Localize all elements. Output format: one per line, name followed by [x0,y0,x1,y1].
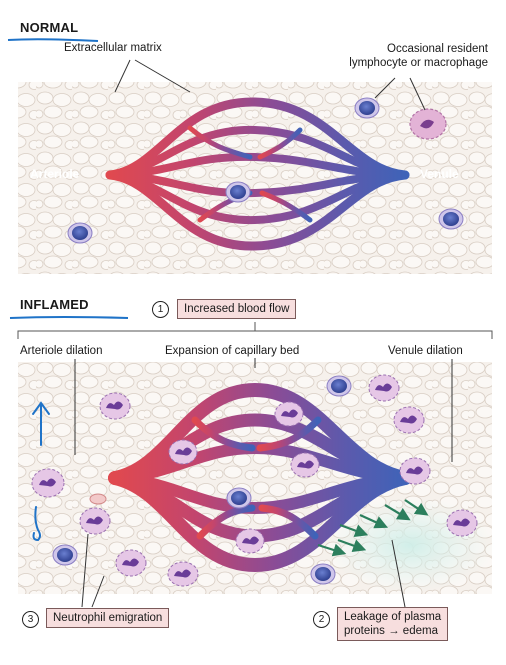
step2-box: Leakage of plasma proteins → edema [337,607,449,641]
normal-lymphocyte [354,97,380,119]
label-venule: Venule [420,167,459,181]
label-arteriole: Arteriole [30,167,80,181]
inflamed-title: INFLAMED [20,297,89,312]
step1-number: 1 [152,301,169,318]
label-venule-dilation: Venule dilation [388,345,463,357]
emigrating-neutrophil [89,493,107,505]
normal-leader-lines [114,59,426,111]
inflamed-bracket [17,330,493,339]
step3-number: 3 [22,611,39,628]
normal-macrophage [409,108,447,140]
step2-number: 2 [313,611,330,628]
normal-title: NORMAL [20,20,79,35]
label-arteriole-dilation: Arteriole dilation [20,345,103,357]
inflamed-leader-lines [74,358,453,608]
leakage-arrows [317,499,429,557]
inflamed-lymphocytes [52,375,352,585]
normal-lymphocyte [67,222,93,244]
inflamed-vessel-bed [0,360,506,573]
label-resident-cells: Occasional resident lymphocyte or macrop… [300,42,488,70]
step2-line2: proteins → edema [344,625,438,637]
step1-box: Increased blood flow [177,299,297,319]
step3-box: Neutrophil emigration [46,608,170,628]
step2-line1: Leakage of plasma [344,611,442,623]
normal-lymphocyte [438,208,464,230]
inflamed-underline [9,316,129,319]
label-resident-line2: lymphocyte or macrophage [349,57,488,69]
normal-underline [7,38,99,42]
neutrophil-cells [31,374,478,587]
label-extracellular-matrix: Extracellular matrix [64,42,162,54]
label-resident-line1: Occasional resident [387,43,488,55]
normal-vessel-bed [7,97,503,251]
normal-lymphocyte [225,181,251,203]
handwritten-annotations [32,401,50,542]
label-capillary-expansion: Expansion of capillary bed [165,345,300,357]
